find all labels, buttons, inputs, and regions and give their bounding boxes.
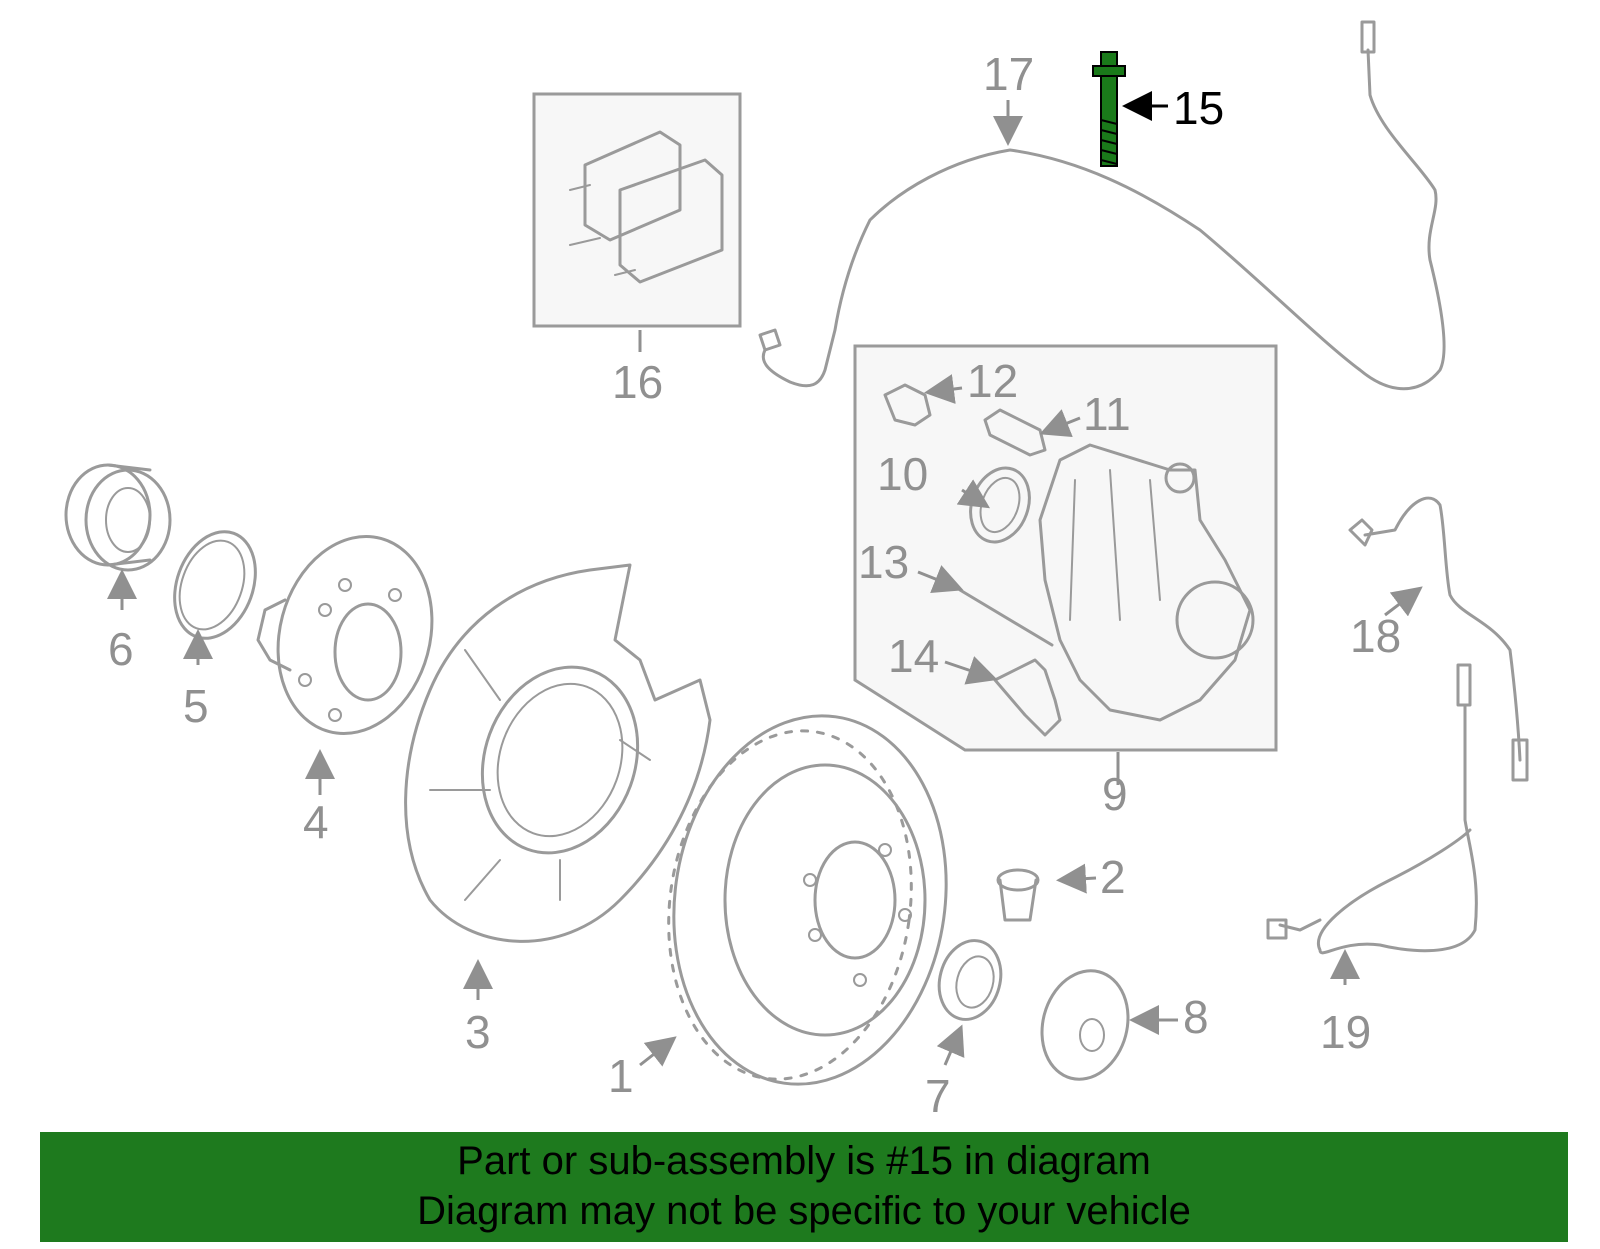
part-4-wheel-hub — [256, 534, 434, 736]
label-8: 8 — [1183, 991, 1209, 1043]
part-labels: 6 5 4 3 1 2 7 8 9 10 11 12 13 14 15 16 1… — [108, 48, 1401, 1122]
label-19: 19 — [1320, 1006, 1371, 1058]
part-9-caliper-assembly — [853, 344, 1278, 752]
part-5-snap-ring — [173, 530, 257, 640]
label-6: 6 — [108, 623, 134, 675]
part-18-brake-hose — [1348, 496, 1529, 782]
part-3-backing-plate — [404, 563, 712, 943]
part-7-hub-nut — [937, 939, 1003, 1021]
label-3: 3 — [465, 1006, 491, 1058]
part-16-brake-pads — [532, 92, 742, 328]
label-15: 15 — [1173, 82, 1224, 134]
label-2: 2 — [1100, 851, 1126, 903]
part-1-brake-rotor — [667, 714, 948, 1086]
label-1: 1 — [608, 1050, 634, 1102]
label-17: 17 — [983, 48, 1034, 100]
part-15-bolt — [1092, 51, 1126, 167]
label-12: 12 — [967, 355, 1018, 407]
label-18: 18 — [1350, 610, 1401, 662]
label-10: 10 — [877, 448, 928, 500]
label-14: 14 — [888, 630, 939, 682]
part-8-dust-cap — [1040, 969, 1130, 1081]
part-6-wheel-bearing — [64, 463, 172, 572]
label-16: 16 — [612, 356, 663, 408]
label-5: 5 — [183, 680, 209, 732]
callout-arrows — [107, 91, 1423, 1067]
part-17-wear-sensor-wire — [758, 20, 1446, 391]
label-7: 7 — [925, 1070, 951, 1122]
label-4: 4 — [303, 796, 329, 848]
part-2-plug — [996, 868, 1040, 922]
part-19-speed-sensor — [1266, 663, 1478, 955]
label-13: 13 — [858, 536, 909, 588]
banner-line-1: Part or sub-assembly is #15 in diagram — [457, 1139, 1151, 1183]
banner-line-2: Diagram may not be specific to your vehi… — [417, 1189, 1191, 1233]
label-9: 9 — [1102, 768, 1128, 820]
info-banner: Part or sub-assembly is #15 in diagram D… — [40, 1132, 1568, 1242]
label-11: 11 — [1083, 388, 1131, 440]
